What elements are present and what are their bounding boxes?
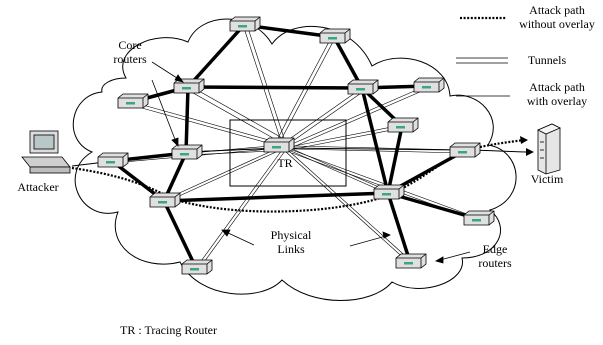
router-icon xyxy=(117,93,149,109)
edge-routers-label: Edge routers xyxy=(470,242,520,270)
footnote: TR : Tracing Router xyxy=(120,323,218,337)
router-icon xyxy=(229,16,261,32)
attacker-label: Attacker xyxy=(17,180,59,194)
legend-no-overlay-line2: without overlay xyxy=(519,17,595,31)
core-routers-label-line2: routers xyxy=(113,52,147,66)
legend-attack-path-overlay: Attack path with overlay xyxy=(512,80,602,108)
victim-label: Victim xyxy=(530,172,564,186)
router-icon xyxy=(97,152,129,168)
edge-routers-line2: routers xyxy=(478,256,512,270)
legend-tunnels: Tunnels xyxy=(527,53,567,67)
legend-attack-path-no-overlay: Attack path without overlay xyxy=(512,3,602,31)
attack-path-no-overlay xyxy=(71,138,525,213)
router-icon xyxy=(449,142,481,158)
router-icon xyxy=(171,144,203,160)
physical-links-line1: Physical xyxy=(270,228,312,242)
computer-icon xyxy=(21,130,71,174)
router-icon xyxy=(181,259,213,275)
router-icon xyxy=(413,77,445,93)
legend-no-overlay-line1: Attack path xyxy=(529,3,585,17)
tr-box xyxy=(229,119,347,187)
legend-overlay-line2: with overlay xyxy=(526,94,588,108)
physical-links-line2: Links xyxy=(277,242,305,256)
edge-routers-line1: Edge xyxy=(482,242,508,256)
server-icon xyxy=(537,123,561,175)
arrow-head xyxy=(526,148,534,156)
router-icon xyxy=(373,184,405,200)
legend-overlay-line1: Attack path xyxy=(529,80,585,94)
router-icon xyxy=(319,28,351,44)
router-icon xyxy=(395,253,427,269)
annotation-arrows xyxy=(151,61,471,264)
router-icon xyxy=(347,79,379,95)
core-routers-label-line1: Core xyxy=(118,38,142,52)
router-icon xyxy=(387,117,419,133)
router-icon xyxy=(463,210,495,226)
tr-label: TR xyxy=(277,156,293,170)
arrow-head-dotted xyxy=(520,136,528,144)
router-icon xyxy=(263,137,295,153)
core-routers-label: Core routers xyxy=(110,38,150,66)
physical-links-label: Physical Links xyxy=(256,228,326,256)
router-icon xyxy=(149,192,181,208)
